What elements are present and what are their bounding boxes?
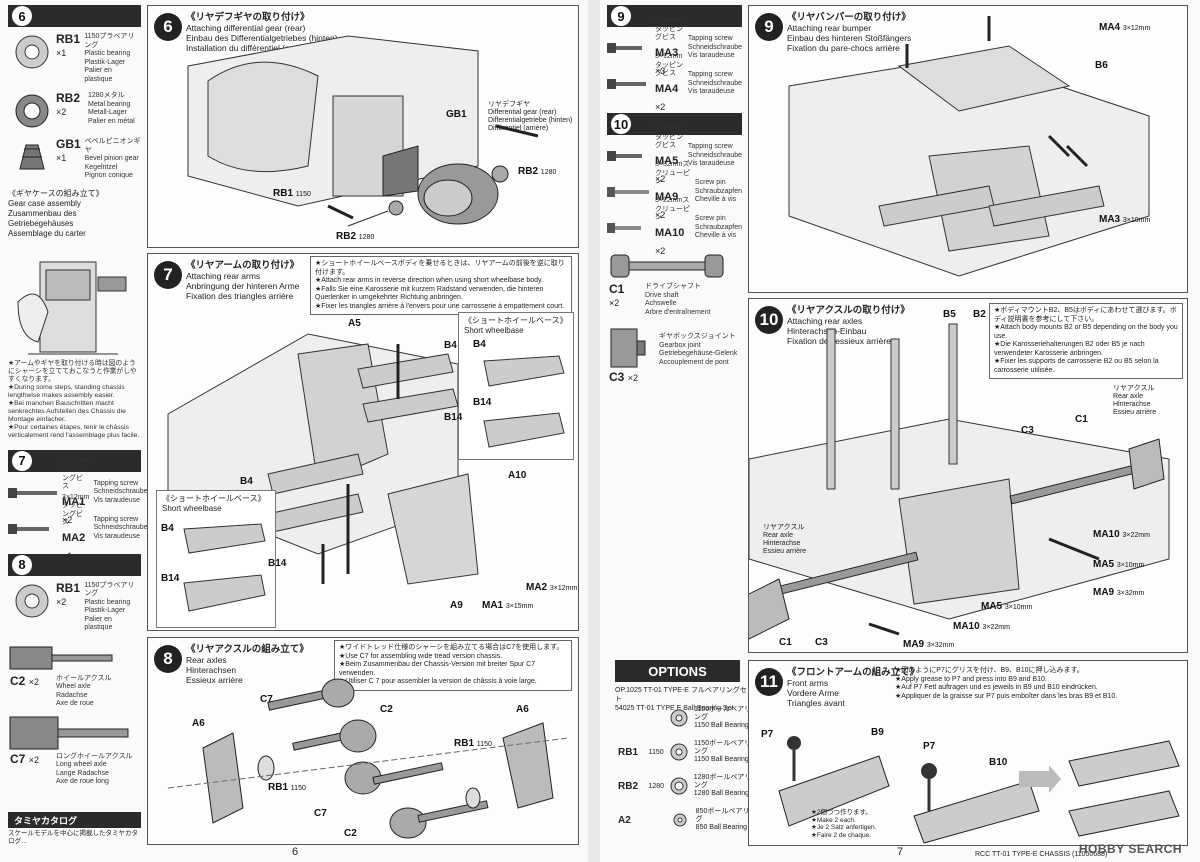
bearing-icon [10,33,54,71]
differential-assembly-drawing [187,35,539,227]
gearcase-note: ★アームやギヤを取り付ける時は図のようにシャーシを立てておこなうと作業がしやすく… [8,359,140,439]
options-header: OPTIONS [615,660,740,682]
rear-bumper-drawing [788,16,1150,277]
tamiya-catalog-box: タミヤカタログ スケールモデルを中心に掲載したタミヤカタログ… [8,812,141,846]
front-arms-drawing [778,736,1180,844]
step-10-header: 10 [607,113,742,135]
tapping-screw-icon [607,76,651,92]
page-number-left: 6 [292,846,299,858]
drive-shaft-icon [610,254,724,278]
step-7-note: ★ショートホイールベースボディを乗せるときは、リヤアームの前後を逆に取り付けます… [310,256,572,315]
ball-bearing-icon [673,813,687,827]
step-10-note: ★ボディマウントB2、B5はボディにあわせて選びます。ボディ説明書を参考にして下… [989,303,1183,379]
page-gutter [588,0,600,862]
tapping-screw-icon [8,521,58,537]
page-number-right: 7 [897,846,904,858]
rear-axles-drawing [749,323,1170,640]
step-6-header: 6 [8,5,141,27]
step-9-header: 9 [607,5,742,27]
short-wheelbase-box-b: 《ショートホイールベース》Short wheelbase B4 B14 [156,490,276,628]
screw-pin-icon [607,220,651,236]
screw-pin-icon [607,184,651,200]
metal-bearing-icon [10,92,54,130]
short-wheelbase-box-a: 《ショートホイールベース》Short wheelbase B4 B14 [458,312,574,460]
make-two-note: ★2個づつ作ります。★Make 2 each.★Je 2 Satz anfert… [811,809,877,839]
step-8-note: ★ワイドトレッド仕様のシャーシを組み立てる場合はC7を使用します。★Use C7… [334,640,572,691]
watermark: HOBBY SEARCH [1078,842,1182,856]
step-6-title: 《リヤデフギヤの取り付け》Attaching differential gear… [186,12,338,54]
wheel-axle-icon [9,646,113,669]
ball-bearing-icon [670,743,688,761]
step-6-panel: 6 《リヤデフギヤの取り付け》Attaching differential ge… [147,5,579,248]
gearbox-joint-icon [610,328,646,368]
long-wheel-axle-icon [9,716,129,749]
ball-bearing-icon [670,709,688,727]
footer-code: RCC TT-01 TYPE-E CHASSIS (11050688) [975,851,1108,858]
bearing-icon [10,582,54,620]
tapping-screw-icon [8,485,58,501]
gearcase-illustration [8,242,141,360]
step-7-header: 7 [8,449,141,472]
tapping-screw-icon [607,148,651,164]
bevel-gear-icon [10,138,54,176]
step-10-panel: 10 《リヤアクスルの取り付け》Attaching rear axlesHint… [748,298,1188,653]
tapping-screw-icon [607,40,651,56]
step-11-note: ★図のようにP7にグリスを付け、B9、B10に押し込みます。★Apply gre… [895,667,1118,700]
ball-bearing-icon [670,777,688,795]
step-8-header: 8 [8,553,141,576]
rear-axle-assembly-drawing [167,678,569,839]
